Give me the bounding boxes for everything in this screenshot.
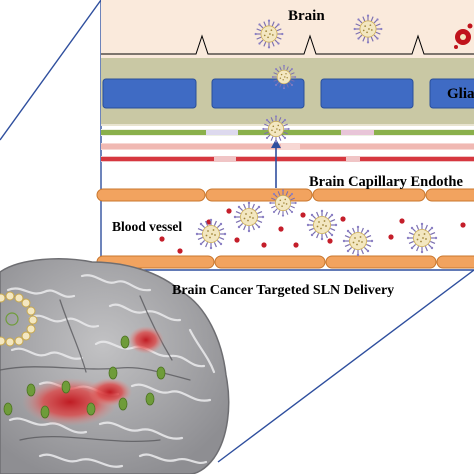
callout-line-bottom <box>217 269 474 463</box>
endothelium-membrane <box>101 129 474 162</box>
glia-cell <box>102 78 197 109</box>
solid-lipid-nanoparticle-ring <box>0 291 38 347</box>
transport-arrow-icon <box>271 139 281 188</box>
tumor-cell-icon <box>454 23 473 49</box>
glia-cell <box>429 78 474 109</box>
blood-vessel-wall-bottom <box>96 255 474 269</box>
glia-label: Glia <box>447 86 474 102</box>
diagram-title: Brain Cancer Targeted SLN Delivery <box>172 283 395 298</box>
blood-vessel-label: Blood vessel <box>112 219 183 234</box>
glia-cell <box>211 78 305 109</box>
glia-cell <box>320 78 414 109</box>
endothelium-label: Brain Capillary Endothe <box>309 174 463 190</box>
callout-line-top <box>0 0 102 141</box>
neuron-signal-line <box>101 34 474 55</box>
brain-label: Brain <box>288 8 325 24</box>
targeted-sln-marker <box>3 335 166 419</box>
brain-region <box>101 0 474 58</box>
